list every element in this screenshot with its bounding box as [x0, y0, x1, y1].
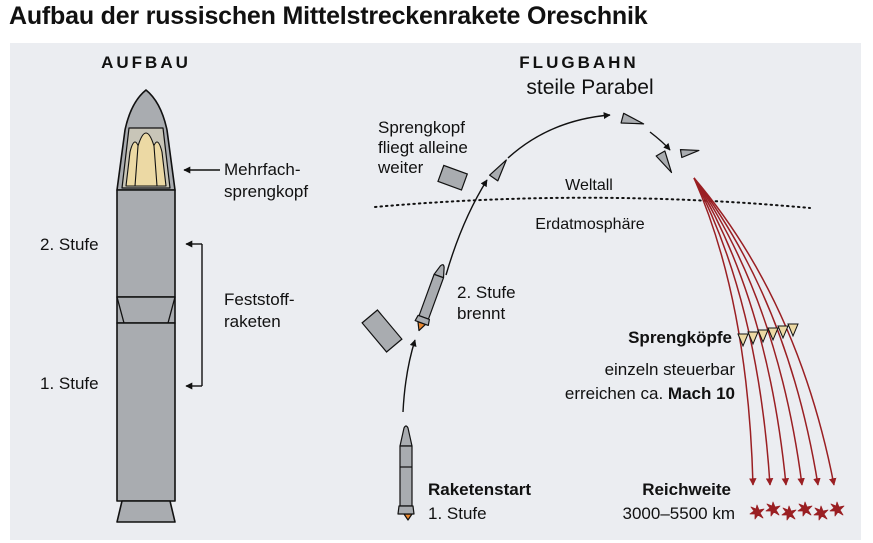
- rocket-cross-section: [116, 89, 176, 523]
- warheads-shape: [125, 132, 167, 187]
- warheads-line1: einzeln steuerbar: [605, 360, 736, 379]
- diagram-svg: AUFBAU: [40, 53, 845, 523]
- warhead-label: Mehrfach- sprengkopf: [224, 160, 308, 201]
- range-title: Reichweite: [642, 480, 731, 499]
- range-value: 3000–5500 km: [623, 504, 735, 523]
- stage1-body: [116, 322, 176, 502]
- launch-sub: 1. Stufe: [428, 504, 487, 523]
- stage2-burning-icon: [414, 264, 445, 332]
- atmosphere-boundary: [374, 196, 811, 209]
- discarded-stage1-icon: [361, 309, 403, 353]
- warhead-bus-icons: [488, 112, 700, 182]
- warheads-title: Sprengköpfe: [628, 328, 732, 347]
- launch-rocket-icon: [397, 425, 415, 521]
- interstage-body: [116, 296, 176, 324]
- reentry-trajectories: [693, 177, 837, 486]
- atmosphere-label: Erdatmosphäre: [535, 216, 644, 233]
- stage2-burn-label: 2. Stufe brennt: [457, 283, 520, 323]
- discarded-stage2-icon: [437, 164, 469, 191]
- stage2-body: [116, 189, 176, 298]
- trajectory-path: [402, 112, 671, 413]
- solid-fuel-label: Feststoff- raketen: [224, 290, 299, 331]
- diagram-panel: AUFBAU: [10, 43, 861, 540]
- solid-fuel-bracket: [185, 240, 203, 390]
- launch-title: Raketenstart: [428, 480, 531, 499]
- space-label: Weltall: [565, 177, 613, 194]
- flugbahn-heading: FLUGBAHN: [519, 53, 638, 72]
- flugbahn-subheading: steile Parabel: [526, 76, 653, 99]
- page-title: Aufbau der russischen Mittelstreckenrake…: [9, 2, 648, 30]
- impact-bursts-icons: [749, 501, 845, 521]
- stage1-label: 1. Stufe: [40, 374, 99, 393]
- stage2-label: 2. Stufe: [40, 235, 99, 254]
- aufbau-heading: AUFBAU: [101, 53, 191, 72]
- warhead-alone-label: Sprengkopf fliegt alleine weiter: [377, 118, 473, 177]
- nozzle-skirt: [116, 500, 176, 523]
- warheads-line2: erreichen ca. Mach 10: [565, 384, 735, 403]
- descending-warheads-icons: [737, 323, 799, 348]
